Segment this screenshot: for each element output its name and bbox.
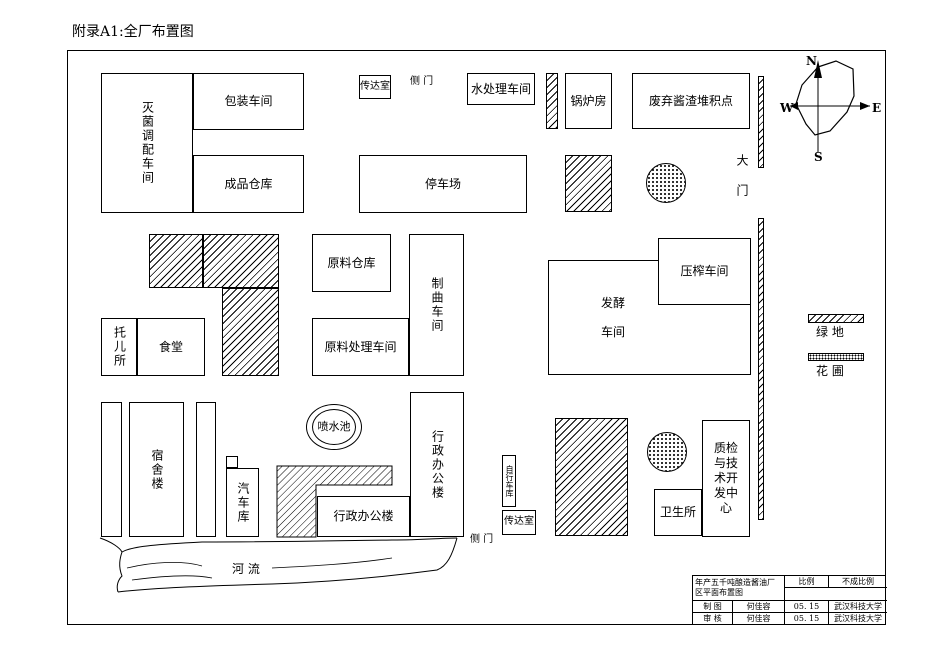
- dorm-strip-left: [101, 402, 122, 537]
- admin-building-horizontal: 行政办公楼: [317, 496, 410, 537]
- flower-bed-top: [646, 163, 686, 203]
- fountain-outer: [306, 404, 362, 450]
- row1-date: 05. 15: [785, 601, 829, 613]
- sterilize-mix-workshop: 灭菌调配车间: [101, 73, 193, 213]
- title-block-divider-1: [693, 600, 887, 601]
- row2-name: 何佳容: [733, 613, 785, 625]
- clinic: 卫生所: [654, 489, 702, 536]
- raw-material-warehouse: 原料仓库: [312, 234, 391, 292]
- finished-goods-warehouse: 成品仓库: [193, 155, 304, 213]
- fermentation-label-2: 车间: [601, 324, 626, 339]
- kindergarten: 托儿所: [101, 318, 137, 376]
- scale-value: 不成比例: [829, 576, 887, 588]
- dorm-strip-right: [196, 402, 216, 537]
- compass-e: E: [872, 101, 882, 115]
- garage: 汽车库: [226, 468, 259, 537]
- green-block-top: [565, 155, 612, 212]
- guard-room-top: 传达室: [359, 75, 391, 99]
- legend-garden-swatch: [808, 353, 864, 361]
- compass-s: S: [814, 150, 823, 164]
- water-treatment-workshop: 水处理车间: [467, 73, 535, 105]
- compass-n: N: [806, 54, 817, 68]
- packaging-workshop: 包装车间: [193, 73, 304, 130]
- main-gate-label: 大门: [735, 154, 749, 214]
- press-workshop: 压榨车间: [658, 238, 751, 305]
- scale-label: 比例: [785, 576, 829, 588]
- garage-annex: [226, 456, 238, 468]
- green-block-c: [222, 288, 279, 376]
- raw-material-processing: 原料处理车间: [312, 318, 409, 376]
- canteen: 食堂: [137, 318, 205, 376]
- row2-role: 审 核: [693, 613, 733, 625]
- boiler-room: 锅炉房: [565, 73, 612, 129]
- fermentation-workshop: 发酵 车间: [548, 260, 751, 375]
- guard-room-bottom: 传达室: [502, 510, 536, 535]
- green-block-a: [149, 234, 203, 288]
- green-wall-upper: [758, 76, 764, 168]
- bicycle-shed: 自行车库: [502, 455, 516, 507]
- river: [99, 537, 458, 593]
- waste-residue-point: 废弃酱渣堆积点: [632, 73, 750, 129]
- admin-building-vertical: 行政办公楼: [410, 392, 464, 537]
- row2-org: 武汉科技大学: [834, 614, 882, 623]
- fermentation-label-1: 发酵: [601, 295, 626, 310]
- row2-date: 05. 15: [785, 613, 829, 625]
- green-block-bottom: [555, 418, 628, 536]
- flower-bed-bottom: [647, 432, 687, 472]
- drawing-frame: [67, 50, 886, 625]
- row1-org: 武汉科技大学: [829, 601, 887, 613]
- river-label: 河 流: [232, 562, 260, 576]
- legend-green-swatch: [808, 314, 864, 323]
- parking-lot: 停车场: [359, 155, 527, 213]
- green-l-block: [276, 465, 393, 538]
- green-wall-lower: [758, 218, 764, 520]
- row1-name: 何佳容: [733, 601, 785, 613]
- fountain: 喷水池: [312, 409, 356, 445]
- dormitory: 宿舍楼: [129, 402, 184, 537]
- title-block-blank: [785, 588, 887, 600]
- green-block-b: [203, 234, 279, 288]
- project-name: 年产五千吨酿造酱油厂区平面布置图: [693, 576, 785, 600]
- compass-w: W: [780, 101, 794, 115]
- legend-garden-label: 花 圃: [816, 364, 844, 378]
- side-gate-top-label: 侧 门: [410, 76, 434, 87]
- qc-rd-center: 质检与技术开发中心: [702, 420, 750, 537]
- row1-role: 制 图: [693, 601, 733, 613]
- side-gate-bottom-label: 侧 门: [470, 534, 494, 545]
- green-strip-top: [546, 73, 558, 129]
- koji-workshop: 制曲车间: [409, 234, 464, 376]
- page-title: 附录A1:全厂布置图: [72, 24, 194, 40]
- title-block: 年产五千吨酿造酱油厂区平面布置图 比例 不成比例 制 图 何佳容 05. 15 …: [692, 575, 887, 625]
- compass-rose: [790, 60, 870, 152]
- legend-green-label: 绿 地: [816, 325, 844, 339]
